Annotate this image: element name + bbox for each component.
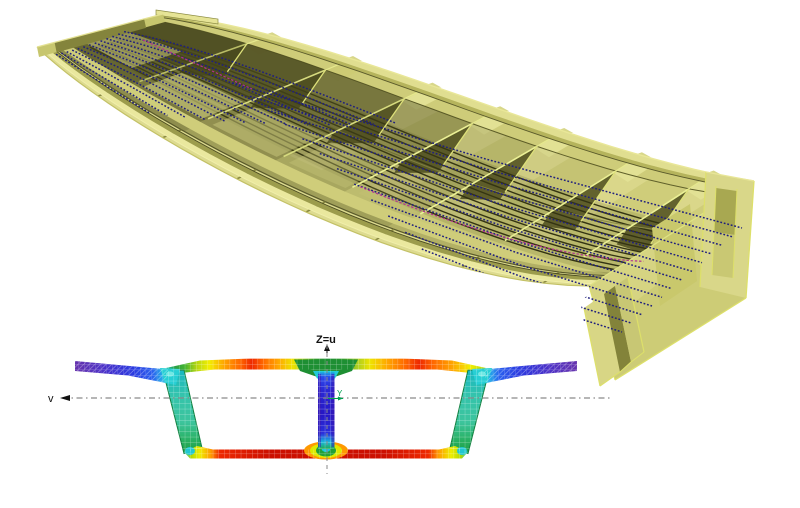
svg-text:v: v xyxy=(48,393,54,405)
svg-text:Y: Y xyxy=(337,389,343,398)
svg-text:Z=u: Z=u xyxy=(316,334,336,346)
